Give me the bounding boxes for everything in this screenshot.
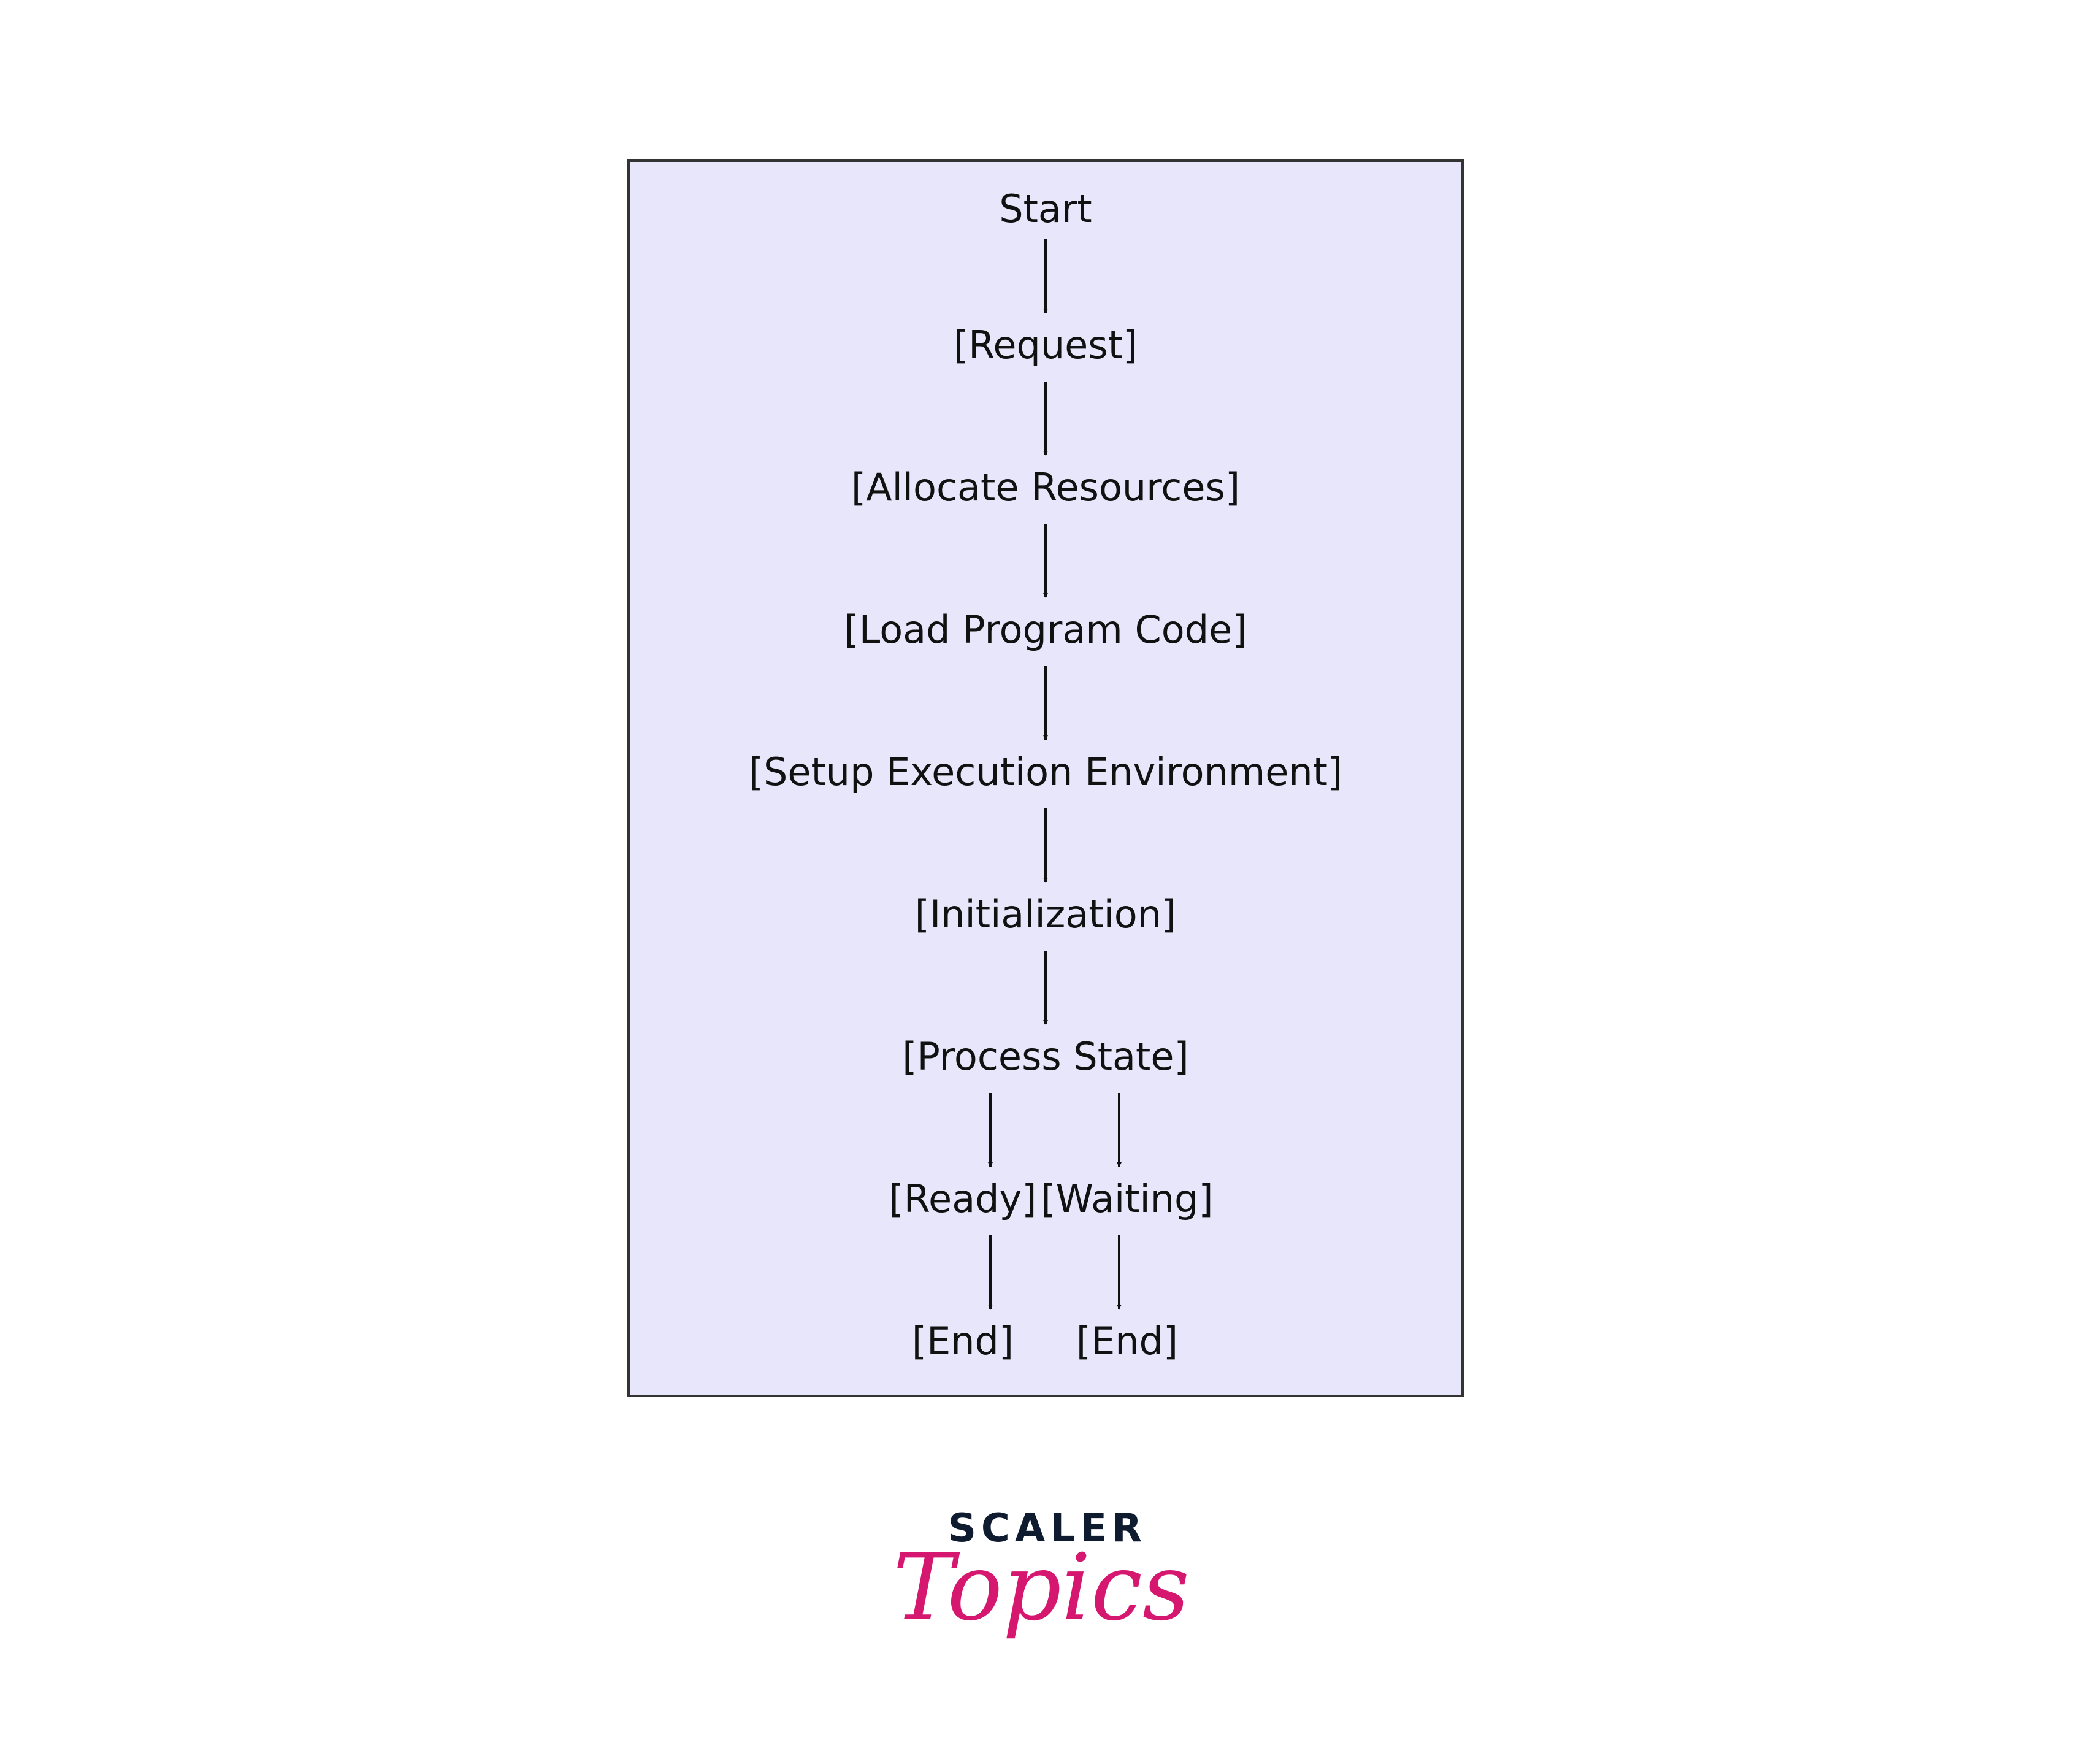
brand-logo: SCALER Topics <box>893 1506 1190 1641</box>
node-ready: [Ready] <box>889 1176 1037 1221</box>
node-load-program-code: [Load Program Code] <box>844 607 1247 652</box>
node-initialization: [Initialization] <box>915 892 1176 937</box>
brand-scaler-text: SCALER <box>948 1506 1147 1551</box>
edges-layer <box>988 239 1122 1310</box>
node-setup-execution-environment: [Setup Execution Environment] <box>749 750 1342 794</box>
node-start: Start <box>999 186 1092 231</box>
node-request: [Request] <box>954 323 1138 367</box>
node-process-state: [Process State] <box>902 1034 1188 1079</box>
brand-topics-text: Topics <box>893 1535 1190 1641</box>
node-end-ready: [End] <box>912 1319 1014 1363</box>
node-allocate-resources: [Allocate Resources] <box>851 465 1240 510</box>
node-end-waiting: [End] <box>1076 1319 1178 1363</box>
node-waiting: [Waiting] <box>1041 1176 1213 1221</box>
diagram-panel <box>627 159 1464 1397</box>
nodes-layer: Start [Request] [Allocate Resources] [Lo… <box>749 186 1342 1363</box>
